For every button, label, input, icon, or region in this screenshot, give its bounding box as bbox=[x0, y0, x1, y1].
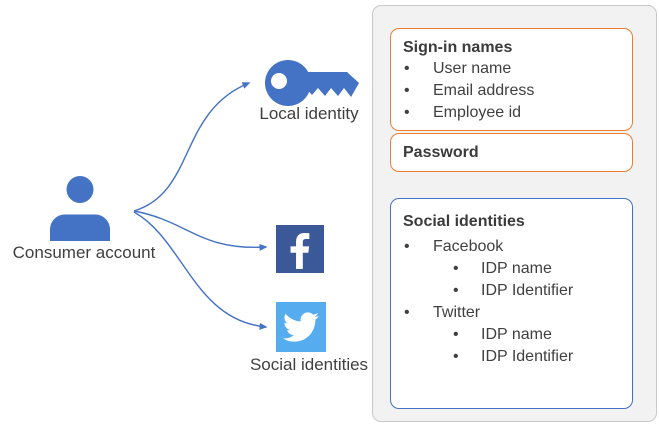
twitter-icon bbox=[276, 302, 326, 352]
social-identities-label: Social identities bbox=[249, 355, 369, 374]
facebook-icon bbox=[276, 225, 324, 273]
sign-in-item: User name bbox=[403, 58, 626, 80]
password-title: Password bbox=[403, 144, 479, 161]
sign-in-item: Employee id bbox=[403, 102, 626, 124]
social-item: Twitter bbox=[403, 302, 626, 324]
arrow-to-facebook bbox=[133, 210, 268, 251]
social-sub-item: IDP name bbox=[403, 258, 626, 280]
sign-in-item: Email address bbox=[403, 80, 626, 102]
social-identities-box: Social identities Facebook IDP name IDP … bbox=[390, 198, 633, 409]
social-identities-title: Social identities bbox=[403, 213, 525, 230]
social-item: Facebook bbox=[403, 236, 626, 258]
social-sub-item: IDP name bbox=[403, 324, 626, 346]
arrow-to-local-identity bbox=[133, 82, 251, 212]
attributes-panel: Sign-in names User name Email address Em… bbox=[372, 5, 657, 422]
consumer-account-label: Consumer account bbox=[12, 243, 156, 262]
consumer-account-person-icon bbox=[50, 176, 110, 241]
social-sub-item: IDP Identifier bbox=[403, 346, 626, 368]
facebook-f-glyph bbox=[290, 233, 310, 269]
local-identity-label: Local identity bbox=[259, 104, 359, 123]
sign-in-names-title: Sign-in names bbox=[403, 39, 513, 56]
sign-in-names-box: Sign-in names User name Email address Em… bbox=[390, 28, 633, 131]
arrow-to-twitter bbox=[133, 211, 268, 330]
password-box: Password bbox=[390, 133, 633, 172]
twitter-bird-glyph bbox=[283, 312, 319, 342]
local-identity-key-icon bbox=[265, 60, 359, 106]
social-sub-item: IDP Identifier bbox=[403, 280, 626, 302]
